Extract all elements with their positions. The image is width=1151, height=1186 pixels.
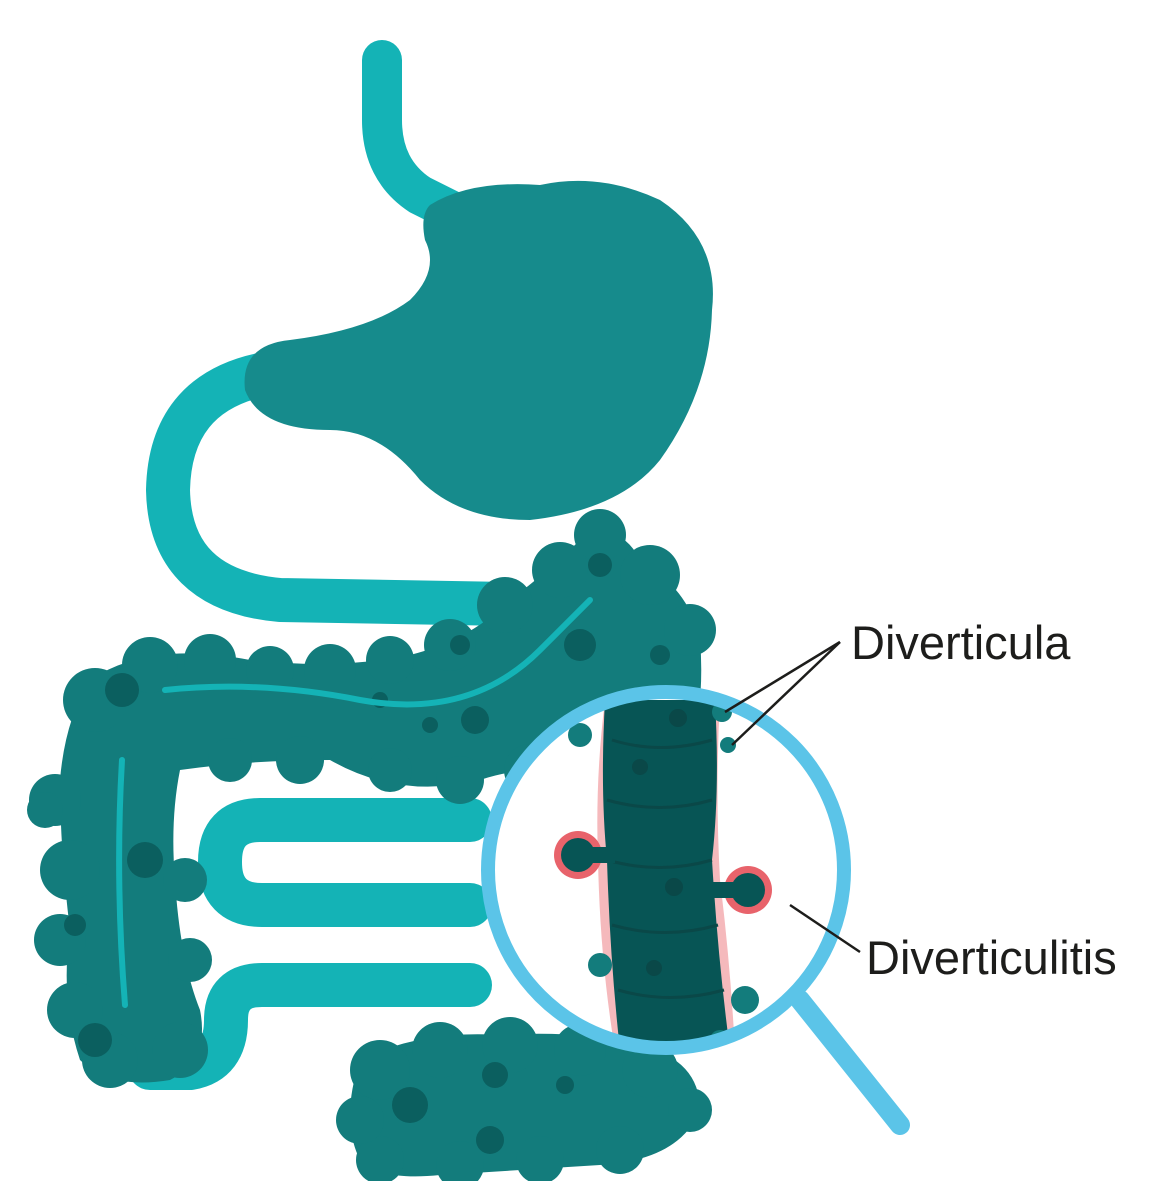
diverticulitis-label: Diverticulitis — [866, 934, 1117, 981]
esophagus — [382, 60, 450, 210]
stomach — [245, 181, 713, 520]
diverticula-label: Diverticula — [851, 619, 1070, 666]
magnifier-handle — [800, 1000, 900, 1125]
